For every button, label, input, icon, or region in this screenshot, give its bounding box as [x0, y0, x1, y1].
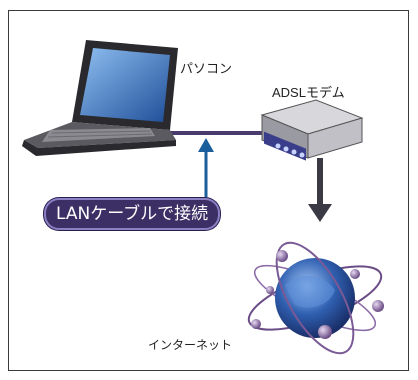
modem-icon: [260, 99, 364, 161]
internet-label: インターネット: [148, 338, 233, 352]
globe-icon: [247, 241, 384, 355]
modem-label: ADSLモデム: [272, 85, 345, 100]
connection-callout: LANケーブルで接続: [44, 198, 221, 230]
computer-label: パソコン: [180, 62, 233, 77]
laptop-icon: [22, 40, 178, 156]
modem-to-internet-arrow: [308, 158, 332, 222]
connection-arrow: [198, 138, 214, 197]
